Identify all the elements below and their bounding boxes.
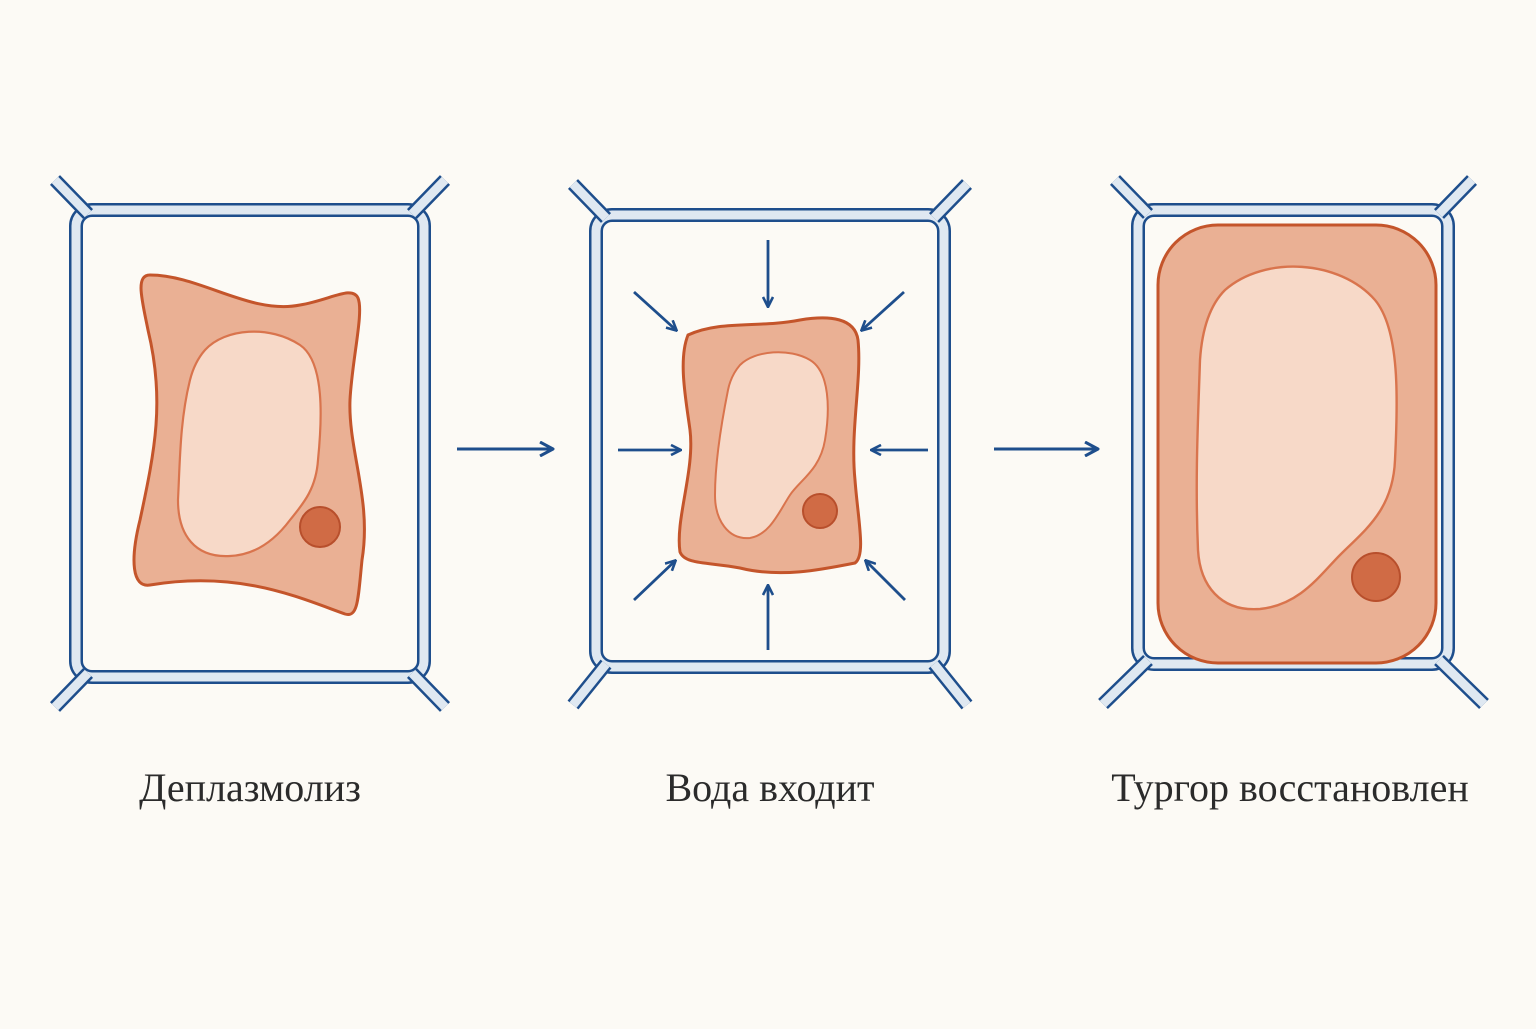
water-arrow-top-right	[862, 290, 905, 330]
caption-turgor-restored: Тургор восстановлен	[1111, 765, 1469, 810]
water-arrow-bottom-left	[633, 561, 675, 602]
vacuole-3	[1195, 265, 1398, 611]
cell-2	[567, 179, 973, 710]
caption-deplasmolysis: Деплазмолиз	[139, 765, 361, 810]
cell-wall-2	[567, 179, 973, 710]
caption-water-enters: Вода входит	[665, 765, 875, 810]
vacuole-2	[713, 351, 829, 540]
water-arrow-top-left	[633, 290, 676, 330]
water-inflow-arrows	[618, 240, 928, 650]
nucleus-3	[1351, 552, 1401, 602]
vacuole-1	[176, 330, 322, 558]
cell-3	[1098, 175, 1489, 710]
cell-wall-1	[49, 175, 451, 712]
water-arrow-bottom-right	[866, 561, 906, 601]
cell-1	[49, 175, 451, 712]
nucleus-2	[802, 493, 838, 529]
nucleus-1	[299, 506, 341, 548]
